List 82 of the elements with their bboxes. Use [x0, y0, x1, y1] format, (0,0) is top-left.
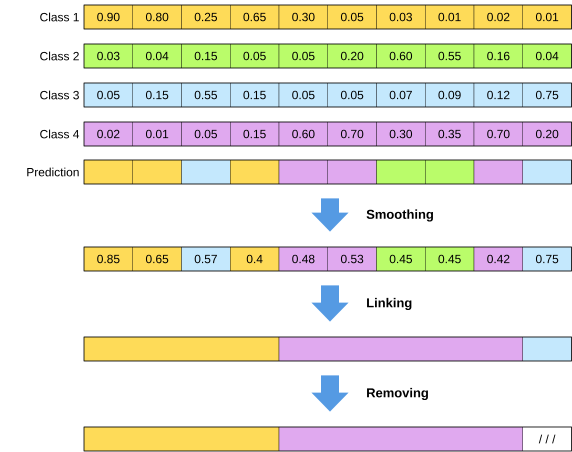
edge-label: Removing	[367, 388, 428, 400]
value-cell: 0.65	[132, 246, 182, 272]
value-cell: 0.03	[84, 44, 133, 68]
value-cell: 0.01	[425, 4, 474, 30]
value-cell: 0.30	[278, 4, 328, 30]
value-cell: 0.42	[474, 246, 523, 272]
node-label: Class 1	[40, 12, 79, 22]
value-cell: 0.04	[132, 44, 182, 68]
value-cell: 0.07	[376, 82, 426, 108]
node-label: 0.20	[536, 130, 558, 138]
value-cell: 0.04	[522, 44, 572, 68]
value-cell: 0.75	[522, 82, 572, 108]
value-cell: 0.65	[230, 4, 280, 30]
value-cell: 0.4	[230, 246, 280, 272]
value-cell: 0.05	[230, 44, 280, 68]
node-label: Prediction	[27, 168, 79, 176]
prediction-cell	[132, 160, 182, 184]
value-cell: 0.30	[376, 122, 426, 146]
row-band	[84, 426, 572, 452]
value-cell: 0.15	[132, 82, 182, 108]
value-cell: 0.15	[230, 122, 280, 146]
value-cell: 0.01	[522, 4, 572, 30]
prediction-cell	[328, 160, 377, 184]
node-label: 0.75	[536, 90, 558, 100]
prediction-cell	[181, 160, 230, 184]
value-cell: 0.35	[425, 122, 474, 146]
edge-label: Smoothing	[366, 209, 433, 222]
node-label: Class 3	[40, 90, 79, 100]
value-cell: 0.55	[181, 82, 230, 108]
prediction-cell	[84, 426, 280, 452]
row-band	[84, 336, 572, 362]
value-cell: 0.53	[328, 246, 377, 272]
value-cell: 0.02	[84, 122, 133, 146]
value-cell: 0.05	[181, 122, 230, 146]
prediction-cell	[522, 160, 572, 184]
value-cell: 0.45	[376, 246, 426, 272]
value-cell: 0.02	[474, 4, 523, 30]
row-band	[84, 246, 572, 272]
value-cell: 0.25	[181, 4, 230, 30]
value-cell: 0.05	[278, 44, 328, 68]
prediction-cell	[84, 160, 133, 184]
value-cell: 0.48	[278, 246, 328, 272]
value-cell: 0.70	[474, 122, 523, 146]
value-cell: 0.15	[230, 82, 280, 108]
prediction-cell	[84, 336, 280, 362]
value-cell: 0.70	[328, 122, 377, 146]
value-cell: 0.60	[376, 44, 426, 68]
prediction-cell	[278, 336, 523, 362]
node-label: Class 2	[40, 52, 79, 60]
node-label: 0.04	[536, 52, 558, 60]
value-cell: 0.20	[328, 44, 377, 68]
value-cell: 0.05	[278, 82, 328, 108]
prediction-cell	[376, 160, 426, 184]
value-cell: 0.05	[328, 82, 377, 108]
prediction-cell	[425, 160, 474, 184]
prediction-cell	[278, 160, 328, 184]
value-cell: 0.15	[181, 44, 230, 68]
value-cell: 0.60	[278, 122, 328, 146]
value-cell: 0.55	[425, 44, 474, 68]
value-cell: / / /	[522, 426, 572, 452]
prediction-cell	[522, 336, 572, 362]
value-cell: 0.12	[474, 82, 523, 108]
node-label: Class 4	[40, 130, 80, 138]
prediction-cell	[230, 160, 280, 184]
value-cell: 0.75	[522, 246, 572, 272]
value-cell: 0.85	[84, 246, 133, 272]
value-cell: 0.16	[474, 44, 523, 68]
value-cell: 0.20	[522, 122, 572, 146]
value-cell: 0.01	[132, 122, 182, 146]
row-band: Prediction	[27, 160, 572, 184]
prediction-cell	[474, 160, 523, 184]
value-cell: 0.05	[84, 82, 133, 108]
value-cell: 0.05	[328, 4, 377, 30]
value-cell: 0.90	[84, 4, 133, 30]
value-cell: 0.09	[425, 82, 474, 108]
value-cell: 0.57	[181, 246, 230, 272]
node-label: 0.01	[536, 12, 558, 22]
value-cell: 0.45	[425, 246, 474, 272]
edge-label: Linking	[367, 298, 412, 310]
value-cell: 0.03	[376, 4, 426, 30]
prediction-cell	[278, 426, 523, 452]
value-cell: 0.80	[132, 4, 182, 30]
